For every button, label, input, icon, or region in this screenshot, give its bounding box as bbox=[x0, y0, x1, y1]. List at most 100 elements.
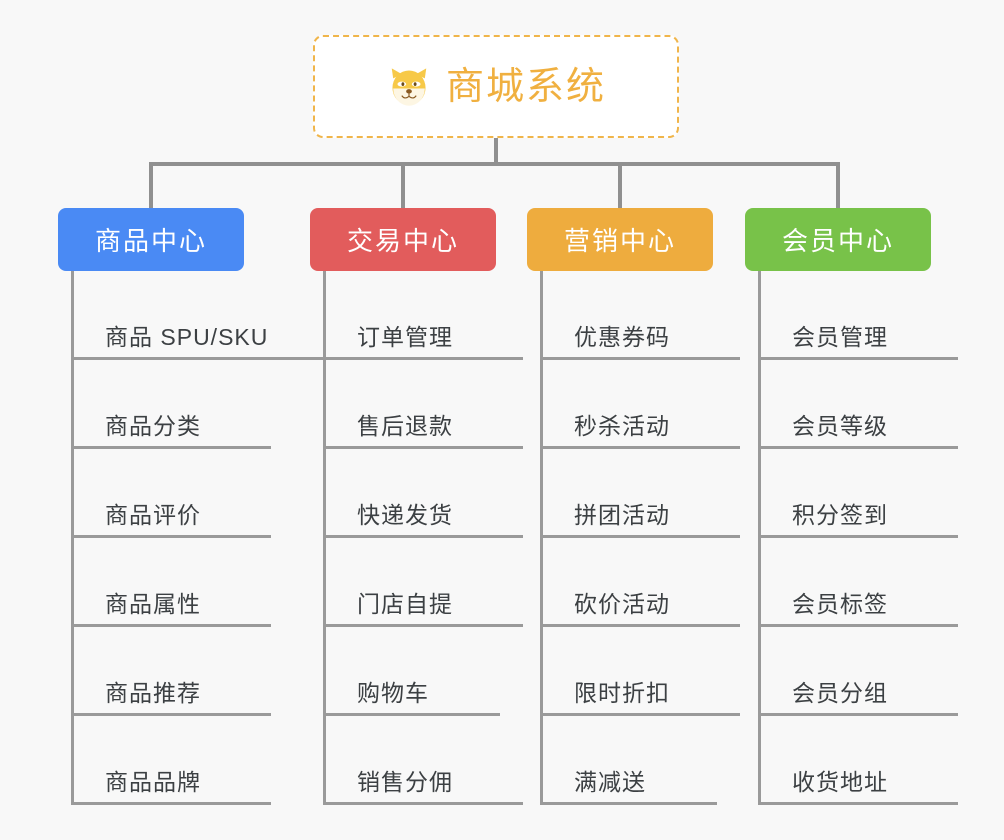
leaf-underline bbox=[323, 446, 523, 449]
branch-member-center: 会员中心 会员管理 会员等级 积分签到 会员标签 会员分组 bbox=[745, 208, 958, 805]
leaf-item-label: 销售分佣 bbox=[357, 769, 453, 795]
branch-header-product-center[interactable]: 商品中心 bbox=[58, 208, 244, 271]
leaf-underline bbox=[758, 446, 958, 449]
leaf-item-label: 会员等级 bbox=[792, 413, 888, 439]
leaf-item[interactable]: 商品 SPU/SKU bbox=[58, 271, 333, 360]
leaf-item-label: 商品品牌 bbox=[105, 769, 201, 795]
leaf-underline bbox=[323, 624, 523, 627]
leaf-item[interactable]: 限时折扣 bbox=[527, 627, 740, 716]
leaf-item-label: 商品 SPU/SKU bbox=[105, 324, 269, 350]
leaf-underline bbox=[758, 802, 958, 805]
leaf-item[interactable]: 商品推荐 bbox=[58, 627, 271, 716]
root-stem-connector bbox=[494, 138, 498, 164]
leaf-item-label: 收货地址 bbox=[792, 769, 888, 795]
leaf-item[interactable]: 门店自提 bbox=[310, 538, 523, 627]
leaf-item[interactable]: 购物车 bbox=[310, 627, 500, 716]
leaf-item-label: 商品分类 bbox=[105, 413, 201, 439]
branch-product-center: 商品中心 商品 SPU/SKU 商品分类 商品评价 商品属性 商品推荐 bbox=[58, 208, 333, 805]
branch-spine bbox=[71, 271, 74, 805]
shiba-dog-face-icon bbox=[391, 67, 427, 106]
leaf-item-label: 售后退款 bbox=[357, 413, 453, 439]
branch-header-label: 商品中心 bbox=[94, 226, 207, 256]
leaf-item-label: 拼团活动 bbox=[574, 502, 670, 528]
leaf-item[interactable]: 收货地址 bbox=[745, 716, 958, 805]
branch-drop-connector-2 bbox=[401, 162, 405, 208]
leaf-item[interactable]: 积分签到 bbox=[745, 449, 958, 538]
leaf-item[interactable]: 商品分类 bbox=[58, 360, 271, 449]
branch-header-marketing-center[interactable]: 营销中心 bbox=[527, 208, 713, 271]
leaf-item[interactable]: 售后退款 bbox=[310, 360, 523, 449]
branch-body-trade-center: 订单管理 售后退款 快递发货 门店自提 购物车 销售分佣 bbox=[310, 271, 523, 805]
leaf-underline bbox=[323, 713, 500, 716]
branch-spine bbox=[323, 271, 326, 805]
leaf-item-label: 砍价活动 bbox=[574, 591, 670, 617]
leaf-item-label: 优惠券码 bbox=[574, 324, 670, 350]
leaf-underline bbox=[758, 624, 958, 627]
branch-spine bbox=[540, 271, 543, 805]
leaf-item[interactable]: 会员分组 bbox=[745, 627, 958, 716]
branch-trade-center: 交易中心 订单管理 售后退款 快递发货 门店自提 购物车 bbox=[310, 208, 523, 805]
leaf-item[interactable]: 砍价活动 bbox=[527, 538, 740, 627]
leaf-item-label: 会员标签 bbox=[792, 591, 888, 617]
leaf-underline bbox=[71, 446, 271, 449]
branch-header-trade-center[interactable]: 交易中心 bbox=[310, 208, 496, 271]
leaf-item-label: 满减送 bbox=[574, 769, 646, 795]
leaf-item[interactable]: 会员管理 bbox=[745, 271, 958, 360]
root-title: 商城系统 bbox=[445, 65, 606, 108]
leaf-underline bbox=[540, 713, 740, 716]
leaf-underline bbox=[323, 535, 523, 538]
leaf-underline bbox=[71, 713, 271, 716]
branch-header-label: 交易中心 bbox=[346, 226, 459, 256]
leaf-underline bbox=[71, 357, 333, 360]
leaf-item[interactable]: 商品属性 bbox=[58, 538, 271, 627]
branch-body-member-center: 会员管理 会员等级 积分签到 会员标签 会员分组 收货地址 bbox=[745, 271, 958, 805]
leaf-underline bbox=[540, 357, 740, 360]
leaf-item-label: 门店自提 bbox=[357, 591, 453, 617]
branch-header-member-center[interactable]: 会员中心 bbox=[745, 208, 931, 271]
branch-header-label: 营销中心 bbox=[563, 226, 676, 256]
leaf-item[interactable]: 快递发货 bbox=[310, 449, 523, 538]
leaf-item[interactable]: 满减送 bbox=[527, 716, 717, 805]
leaf-item-label: 商品评价 bbox=[105, 502, 201, 528]
branch-spine bbox=[758, 271, 761, 805]
root-node[interactable]: 商城系统 bbox=[313, 35, 679, 138]
leaf-item[interactable]: 秒杀活动 bbox=[527, 360, 740, 449]
leaf-item[interactable]: 拼团活动 bbox=[527, 449, 740, 538]
leaf-item[interactable]: 优惠券码 bbox=[527, 271, 740, 360]
leaf-underline bbox=[71, 535, 271, 538]
branch-body-product-center: 商品 SPU/SKU 商品分类 商品评价 商品属性 商品推荐 商品品牌 bbox=[58, 271, 333, 805]
leaf-item-label: 订单管理 bbox=[357, 324, 453, 350]
branch-header-label: 会员中心 bbox=[781, 226, 894, 256]
leaf-item-label: 商品推荐 bbox=[105, 680, 201, 706]
leaf-underline bbox=[758, 357, 958, 360]
leaf-item-label: 购物车 bbox=[357, 680, 429, 706]
leaf-underline bbox=[540, 624, 740, 627]
leaf-item[interactable]: 销售分佣 bbox=[310, 716, 523, 805]
leaf-item-label: 限时折扣 bbox=[574, 680, 670, 706]
branch-drop-connector-4 bbox=[836, 162, 840, 208]
leaf-underline bbox=[540, 802, 717, 805]
leaf-underline bbox=[540, 535, 740, 538]
leaf-item[interactable]: 商品评价 bbox=[58, 449, 271, 538]
branch-drop-connector-3 bbox=[618, 162, 622, 208]
leaf-item[interactable]: 商品品牌 bbox=[58, 716, 271, 805]
leaf-item-label: 秒杀活动 bbox=[574, 413, 670, 439]
leaf-item[interactable]: 订单管理 bbox=[310, 271, 523, 360]
branch-drop-connector-1 bbox=[149, 162, 153, 208]
leaf-item-label: 会员管理 bbox=[792, 324, 888, 350]
leaf-underline bbox=[758, 535, 958, 538]
leaf-underline bbox=[323, 357, 523, 360]
leaf-underline bbox=[71, 802, 271, 805]
branch-marketing-center: 营销中心 优惠券码 秒杀活动 拼团活动 砍价活动 限时折扣 bbox=[527, 208, 740, 805]
horizontal-bus-connector bbox=[149, 162, 839, 166]
leaf-underline bbox=[540, 446, 740, 449]
leaf-underline bbox=[758, 713, 958, 716]
leaf-item[interactable]: 会员标签 bbox=[745, 538, 958, 627]
leaf-item-label: 商品属性 bbox=[105, 591, 201, 617]
leaf-underline bbox=[71, 624, 271, 627]
leaf-item-label: 积分签到 bbox=[792, 502, 888, 528]
leaf-item[interactable]: 会员等级 bbox=[745, 360, 958, 449]
leaf-item-label: 会员分组 bbox=[792, 680, 888, 706]
branch-body-marketing-center: 优惠券码 秒杀活动 拼团活动 砍价活动 限时折扣 满减送 bbox=[527, 271, 740, 805]
